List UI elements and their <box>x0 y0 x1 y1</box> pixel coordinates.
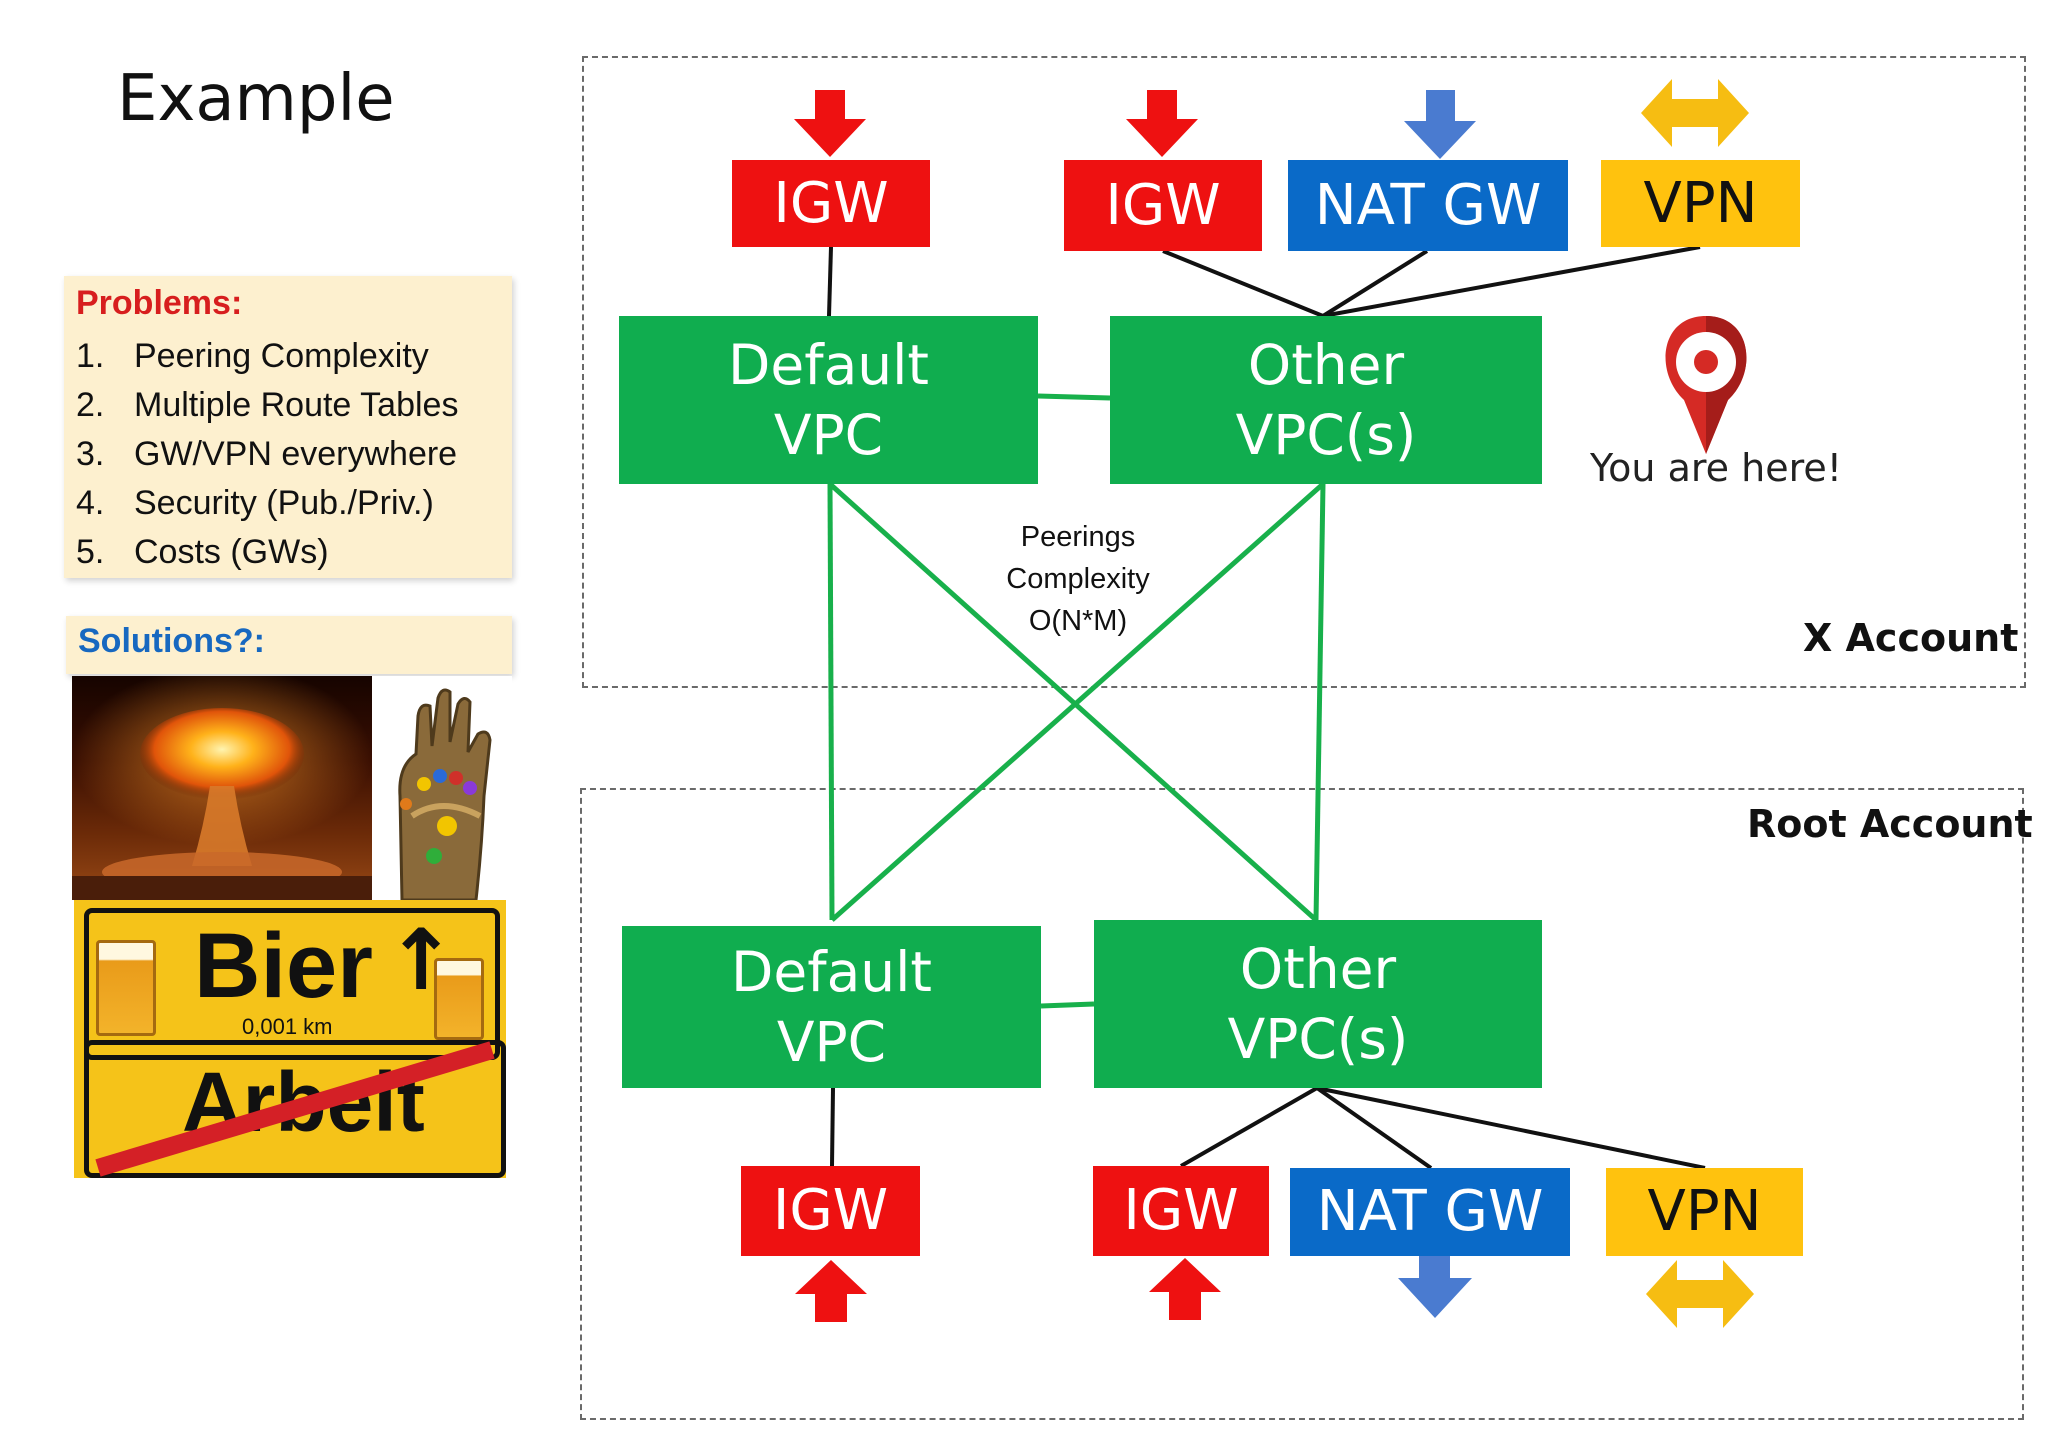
strike-through-line <box>95 1041 495 1177</box>
root-account-label: Root Account <box>1747 802 2033 846</box>
vpc-label-line1: Default <box>731 939 932 1004</box>
x-nat-gateway: NAT GW <box>1288 160 1568 251</box>
peerings-complexity-note: Peerings Complexity O(N*M) <box>978 516 1178 642</box>
bidirectional-arrow-icon <box>1641 79 1749 147</box>
outbound-arrow-icon <box>1398 1248 1472 1318</box>
root-igw-other: IGW <box>1093 1166 1269 1256</box>
inbound-arrow-icon <box>1126 90 1198 157</box>
inbound-arrow-icon <box>1149 1258 1221 1320</box>
mushroom-cloud-graphic <box>72 676 372 900</box>
note-line: Complexity <box>1006 563 1150 595</box>
outbound-arrow-icon <box>1404 90 1476 159</box>
problem-item: 2.Multiple Route Tables <box>76 386 459 424</box>
location-pin-icon <box>1665 316 1747 454</box>
root-account-boundary <box>580 788 2024 1420</box>
solutions-panel: Solutions?: <box>66 616 512 674</box>
root-other-vpcs: Other VPC(s) <box>1094 920 1542 1088</box>
beer-glass-icon <box>96 940 156 1036</box>
sign-bier-text: Bier <box>194 915 373 1017</box>
problems-list: 1.Peering Complexity 2.Multiple Route Ta… <box>76 332 458 577</box>
solutions-heading: Solutions?: <box>78 622 265 660</box>
infinity-gauntlet-image <box>372 676 512 900</box>
vpc-label-line2: VPC <box>776 1010 887 1074</box>
vpc-label-line2: VPC(s) <box>1235 403 1417 467</box>
x-account-label: X Account <box>1803 616 2019 660</box>
inbound-arrow-icon <box>795 1260 867 1322</box>
problem-item: 5.Costs (GWs) <box>76 533 329 571</box>
x-igw-other: IGW <box>1064 160 1262 251</box>
root-vpn: VPN <box>1606 1168 1803 1256</box>
vpc-label-line1: Other <box>1239 936 1397 1001</box>
note-line: O(N*M) <box>1028 605 1128 637</box>
you-are-here-label: You are here! <box>1590 446 1842 490</box>
root-default-vpc: Default VPC <box>622 926 1041 1088</box>
x-default-vpc: Default VPC <box>619 316 1038 484</box>
x-other-vpcs: Other VPC(s) <box>1110 316 1542 484</box>
gauntlet-graphic <box>398 688 492 900</box>
note-line: Peerings <box>1020 521 1136 553</box>
problems-heading: Problems: <box>76 284 243 322</box>
problem-item: 4.Security (Pub./Priv.) <box>76 484 434 522</box>
problem-item: 3.GW/VPN everywhere <box>76 435 458 473</box>
beer-glass-icon <box>434 958 484 1040</box>
root-nat-gateway: NAT GW <box>1290 1168 1570 1256</box>
problems-panel: Problems: 1.Peering Complexity 2.Multipl… <box>64 276 512 578</box>
bier-arbeit-sign: Bier ↑ 0,001 km Arbeit <box>74 900 506 1178</box>
x-account-boundary <box>582 56 2026 688</box>
bidirectional-arrow-icon <box>1646 1260 1754 1328</box>
x-igw-default: IGW <box>732 160 930 247</box>
x-vpn: VPN <box>1601 160 1800 247</box>
sign-distance-text: 0,001 km <box>242 1014 333 1039</box>
vpc-label-line1: Other <box>1247 332 1405 397</box>
sign-top-panel <box>84 908 500 1060</box>
inbound-arrow-icon <box>794 90 866 157</box>
explosion-image <box>72 676 372 900</box>
sign-bottom-panel <box>84 1040 506 1178</box>
root-igw-default: IGW <box>741 1166 920 1256</box>
page-title: Example <box>117 62 395 136</box>
problem-item: 1.Peering Complexity <box>76 337 429 375</box>
vpc-label-line2: VPC(s) <box>1227 1007 1409 1071</box>
vpc-label-line1: Default <box>728 332 929 397</box>
vpc-label-line2: VPC <box>773 403 884 467</box>
